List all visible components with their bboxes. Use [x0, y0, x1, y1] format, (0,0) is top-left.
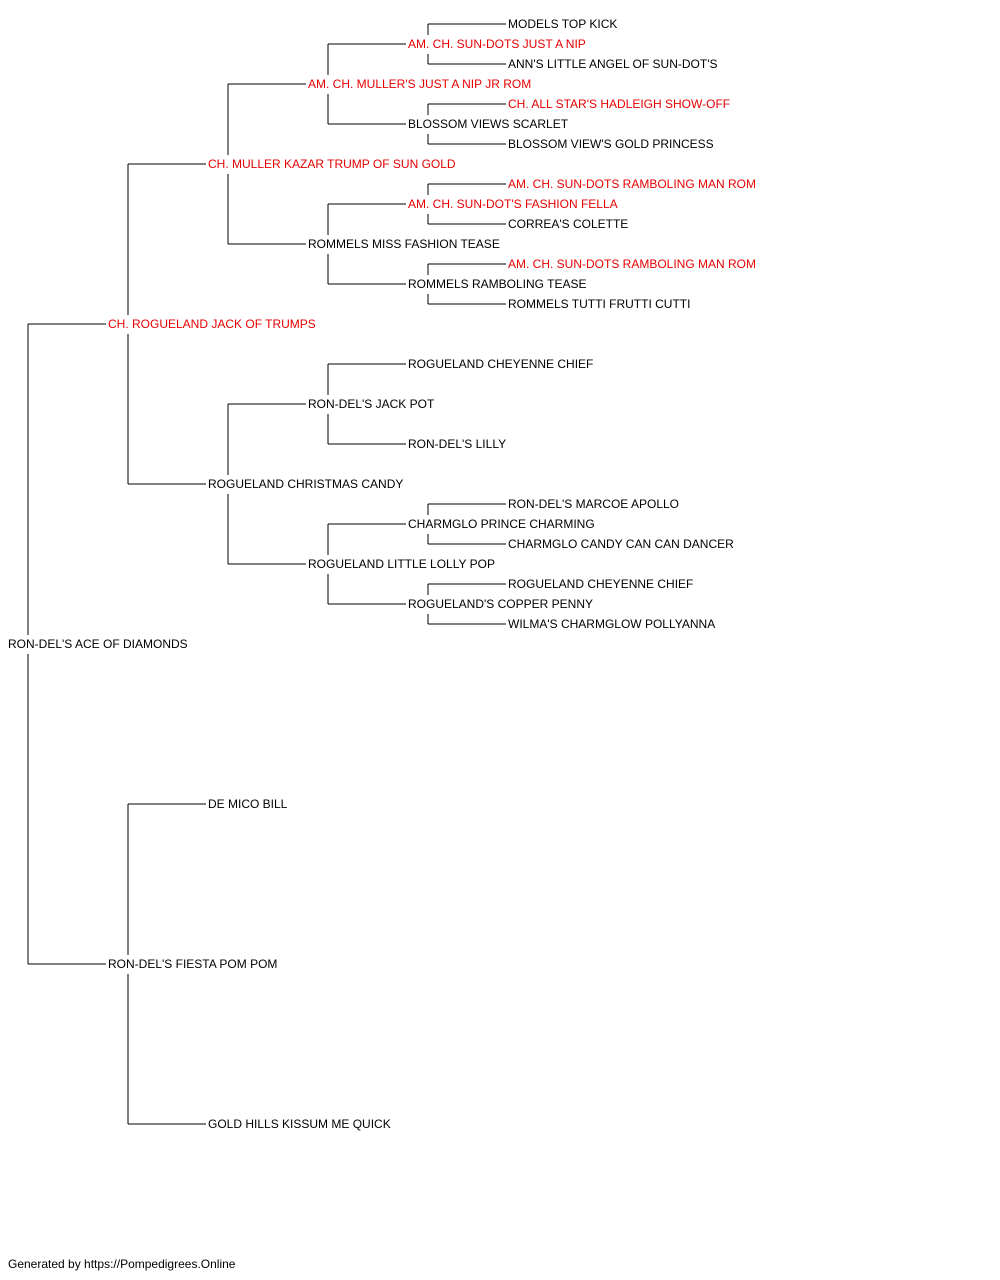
- ancestor-name[interactable]: ROGUELAND'S COPPER PENNY: [408, 597, 593, 611]
- pedigree-connectors: [27, 23, 506, 1125]
- ancestor-name[interactable]: ROMMELS RAMBOLING TEASE: [408, 277, 586, 291]
- ancestor-name[interactable]: CH. ROGUELAND JACK OF TRUMPS: [108, 317, 316, 331]
- ancestor-name[interactable]: MODELS TOP KICK: [508, 17, 617, 31]
- ancestor-name[interactable]: AM. CH. MULLER'S JUST A NIP JR ROM: [308, 77, 531, 91]
- footer-credit: Generated by https://Pompedigrees.Online: [8, 1257, 236, 1271]
- ancestor-name[interactable]: CHARMGLO CANDY CAN CAN DANCER: [508, 537, 734, 551]
- ancestor-name[interactable]: RON-DEL'S LILLY: [408, 437, 506, 451]
- ancestor-name[interactable]: CH. ALL STAR'S HADLEIGH SHOW-OFF: [508, 97, 730, 111]
- ancestor-name[interactable]: RON-DEL'S MARCOE APOLLO: [508, 497, 679, 511]
- ancestor-name[interactable]: ANN'S LITTLE ANGEL OF SUN-DOT'S: [508, 57, 718, 71]
- ancestor-name[interactable]: BLOSSOM VIEW'S GOLD PRINCESS: [508, 137, 714, 151]
- ancestor-name[interactable]: WILMA'S CHARMGLOW POLLYANNA: [508, 617, 715, 631]
- ancestor-name[interactable]: CHARMGLO PRINCE CHARMING: [408, 517, 595, 531]
- ancestor-name[interactable]: RON-DEL'S JACK POT: [308, 397, 435, 411]
- pedigree-names: RON-DEL'S ACE OF DIAMONDS CH. ROGUELAND J…: [8, 17, 756, 1131]
- ancestor-name[interactable]: ROMMELS TUTTI FRUTTI CUTTI: [508, 297, 690, 311]
- ancestor-name[interactable]: AM. CH. SUN-DOTS RAMBOLING MAN ROM: [508, 257, 756, 271]
- ancestor-name[interactable]: AM. CH. SUN-DOTS JUST A NIP: [408, 37, 586, 51]
- ancestor-name[interactable]: ROGUELAND LITTLE LOLLY POP: [308, 557, 495, 571]
- ancestor-name[interactable]: CORREA'S COLETTE: [508, 217, 628, 231]
- subject-dog-name[interactable]: RON-DEL'S ACE OF DIAMONDS: [8, 637, 188, 651]
- ancestor-name[interactable]: AM. CH. SUN-DOT'S FASHION FELLA: [408, 197, 618, 211]
- ancestor-name[interactable]: ROMMELS MISS FASHION TEASE: [308, 237, 500, 251]
- ancestor-name[interactable]: BLOSSOM VIEWS SCARLET: [408, 117, 569, 131]
- ancestor-name[interactable]: DE MICO BILL: [208, 797, 288, 811]
- ancestor-name[interactable]: GOLD HILLS KISSUM ME QUICK: [208, 1117, 391, 1131]
- ancestor-name[interactable]: ROGUELAND CHEYENNE CHIEF: [508, 577, 693, 591]
- ancestor-name[interactable]: ROGUELAND CHRISTMAS CANDY: [208, 477, 403, 491]
- ancestor-name[interactable]: RON-DEL'S FIESTA POM POM: [108, 957, 277, 971]
- ancestor-name[interactable]: ROGUELAND CHEYENNE CHIEF: [408, 357, 593, 371]
- ancestor-name[interactable]: AM. CH. SUN-DOTS RAMBOLING MAN ROM: [508, 177, 756, 191]
- ancestor-name[interactable]: CH. MULLER KAZAR TRUMP OF SUN GOLD: [208, 157, 456, 171]
